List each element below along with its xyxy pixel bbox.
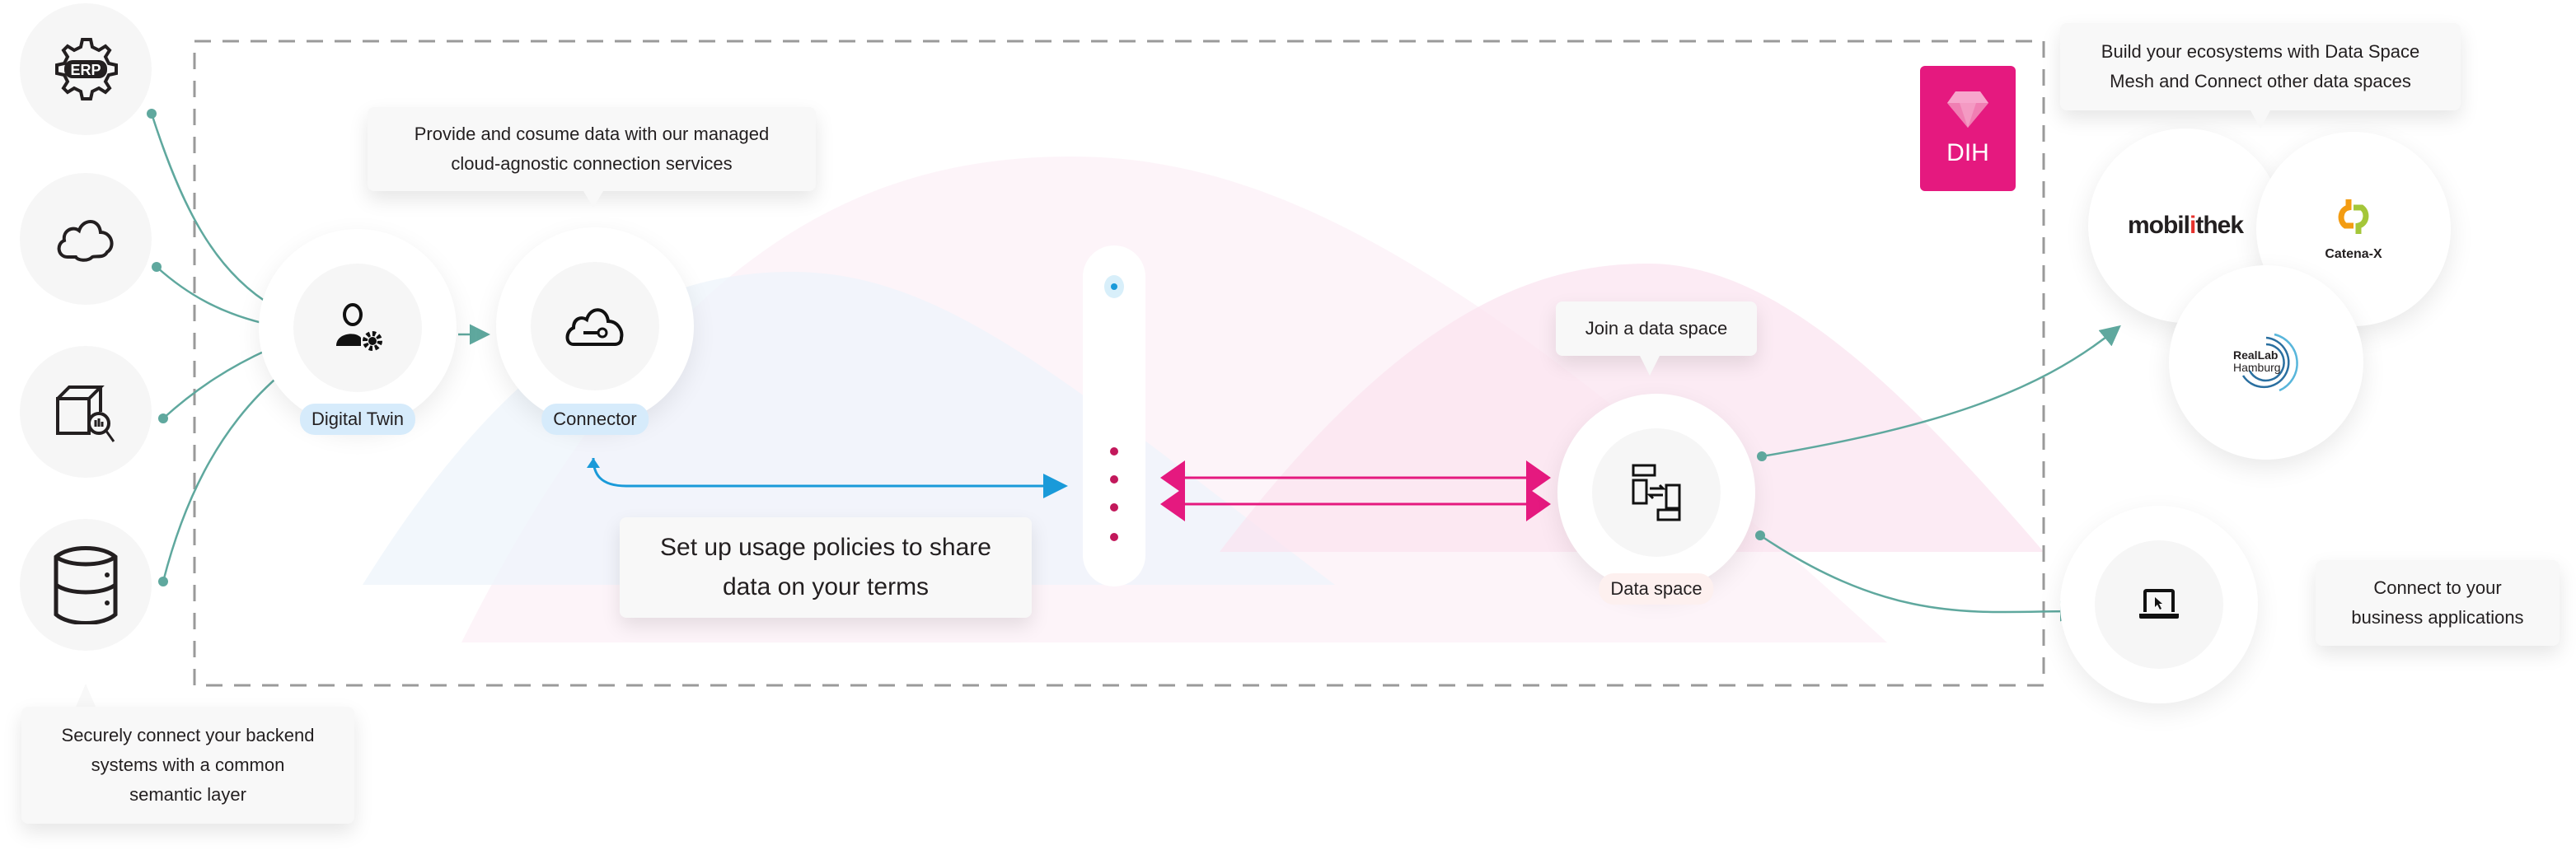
source-database[interactable] — [20, 519, 152, 651]
data-space-node[interactable] — [1557, 394, 1755, 591]
catena-x-logo-icon — [2338, 199, 2369, 234]
diamond-icon — [1947, 91, 1988, 128]
tooltip-tail — [76, 684, 96, 707]
tooltip-tail — [2250, 110, 2270, 128]
business-apps-node[interactable] — [2060, 506, 2258, 703]
platform-dashed-frame — [193, 40, 2045, 687]
box-search-icon — [56, 385, 115, 442]
dataspace-to-apps-arrow — [1759, 534, 2081, 622]
mobilithek-logo: mobilithek — [2127, 212, 2244, 239]
digital-twin-label: Digital Twin — [299, 404, 416, 435]
tooltip-connector: Provide and cosume data with our managed… — [368, 107, 816, 191]
digital-twin-node[interactable] — [259, 229, 457, 427]
data-space-label: Data space — [1599, 573, 1714, 605]
tooltip-tail — [1640, 356, 1660, 376]
gateway-bar — [1083, 245, 1145, 586]
dih-badge: DIH — [1920, 66, 2016, 191]
laptop-cursor-icon — [2139, 589, 2179, 619]
tooltip-join: Join a data space — [1556, 301, 1757, 356]
source-product-analytics[interactable] — [20, 346, 152, 478]
connector-node[interactable] — [496, 227, 694, 425]
source-connection-lines — [150, 113, 286, 582]
dataspace-to-partners-arrow — [1761, 325, 2121, 458]
source-cloud[interactable] — [20, 173, 152, 305]
cloud-icon — [57, 220, 114, 262]
server-exchange-icon — [1632, 464, 1681, 521]
erp-gear-icon: ERP — [55, 38, 118, 100]
source-erp[interactable]: ERP — [20, 3, 152, 135]
tooltip-tail — [583, 191, 603, 208]
cloud-connector-icon — [565, 308, 624, 346]
database-icon — [54, 546, 118, 624]
connector-label: Connector — [541, 404, 649, 435]
user-settings-icon — [336, 303, 382, 351]
svg-text:ERP: ERP — [70, 62, 101, 78]
